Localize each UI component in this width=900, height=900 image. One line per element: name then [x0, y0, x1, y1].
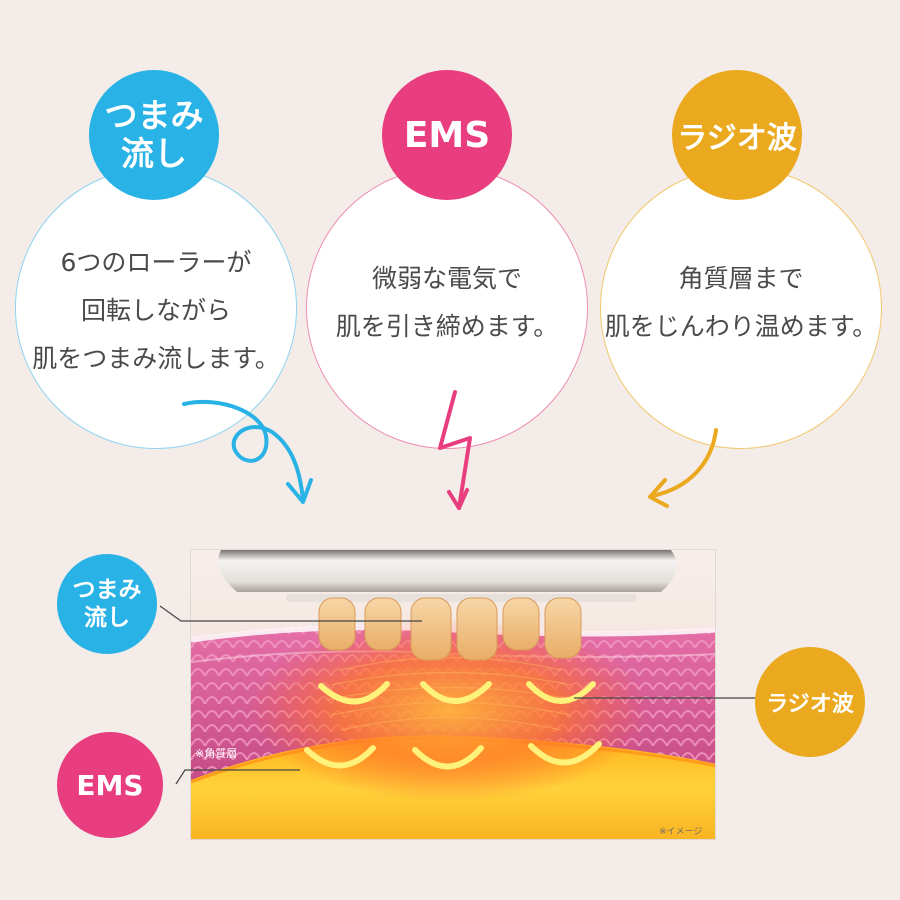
badge-radio: ラジオ波 [672, 70, 802, 200]
badge-radio-label: ラジオ波 [677, 121, 797, 156]
badge-pinch-line-1: つまみ [104, 96, 204, 135]
radio-desc-line-2: 肌をじんわり温めます。 [604, 312, 878, 341]
pinch-desc-line-3: 肌をつまみ流します。 [32, 344, 280, 373]
image-note: ※イメージ [659, 827, 703, 837]
callout-ems: EMS [57, 732, 163, 838]
pinch-desc-line-1: 6つのローラーが [60, 248, 252, 277]
callout-radio-label: ラジオ波 [766, 692, 854, 717]
skin-diagram-illustration [191, 550, 715, 839]
ems-desc-line-1: 微弱な電気で [371, 264, 522, 293]
badge-ems: EMS [382, 70, 512, 200]
feature-circle-radio: 角質層まで 肌をじんわり温めます。 [600, 167, 882, 449]
badge-pinch-line-2: 流し [121, 134, 187, 173]
badge-ems-label: EMS [403, 114, 491, 156]
callout-ems-label: EMS [76, 768, 144, 802]
skin-diagram: ※角質層 ※イメージ [190, 549, 716, 840]
badge-pinch: つまみ 流し [89, 70, 219, 200]
radio-desc-line-1: 角質層まで [678, 264, 804, 293]
callout-radio: ラジオ波 [755, 647, 865, 757]
feature-circle-pinch: 6つのローラーが 回転しながら 肌をつまみ流します。 [15, 167, 297, 449]
pinch-desc-line-2: 回転しながら [80, 296, 231, 325]
ems-desc-line-2: 肌を引き締めます。 [335, 312, 559, 341]
curved-arrow-icon [648, 428, 718, 508]
callout-pinch-line-1: つまみ [72, 577, 142, 603]
callout-pinch: つまみ 流し [57, 554, 157, 654]
feature-circle-ems: 微弱な電気で 肌を引き締めます。 [306, 167, 588, 449]
callout-pinch-line-2: 流し [84, 605, 130, 631]
loop-arrow-icon [182, 399, 313, 504]
stratum-label: ※角質層 [195, 747, 238, 760]
zigzag-arrow-icon [438, 390, 472, 510]
